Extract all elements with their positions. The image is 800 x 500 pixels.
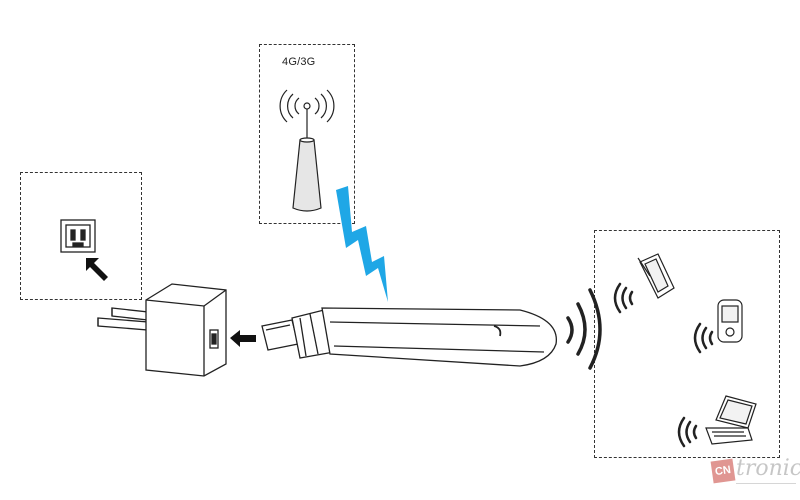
wifi-waves-icon — [566, 288, 602, 370]
watermark-badge: CN — [710, 458, 736, 484]
smartphone-wifi-icon — [613, 282, 634, 314]
watermark-logo: CN tronic — [710, 456, 800, 494]
watermark-underline — [736, 483, 796, 488]
cell-tower-icon — [279, 89, 335, 212]
lightning-bolt-icon — [336, 186, 388, 302]
laptop-icon — [705, 395, 757, 445]
usb-power-adapter-icon — [97, 283, 227, 377]
pda-icon — [717, 299, 743, 343]
smartphone-icon — [637, 253, 675, 299]
usb-modem-icon — [261, 307, 557, 367]
pda-wifi-icon — [693, 322, 714, 354]
watermark-text: tronic — [736, 456, 800, 481]
plug-in-arrow-icon — [86, 258, 108, 281]
client-devices-frame — [594, 230, 780, 458]
network-label: 4G/3G — [282, 56, 316, 68]
laptop-wifi-icon — [677, 416, 698, 448]
cell-tower-frame — [259, 44, 355, 224]
wall-socket-icon — [60, 219, 96, 253]
insert-arrow-icon — [230, 330, 256, 347]
wall-socket-frame — [20, 172, 142, 300]
